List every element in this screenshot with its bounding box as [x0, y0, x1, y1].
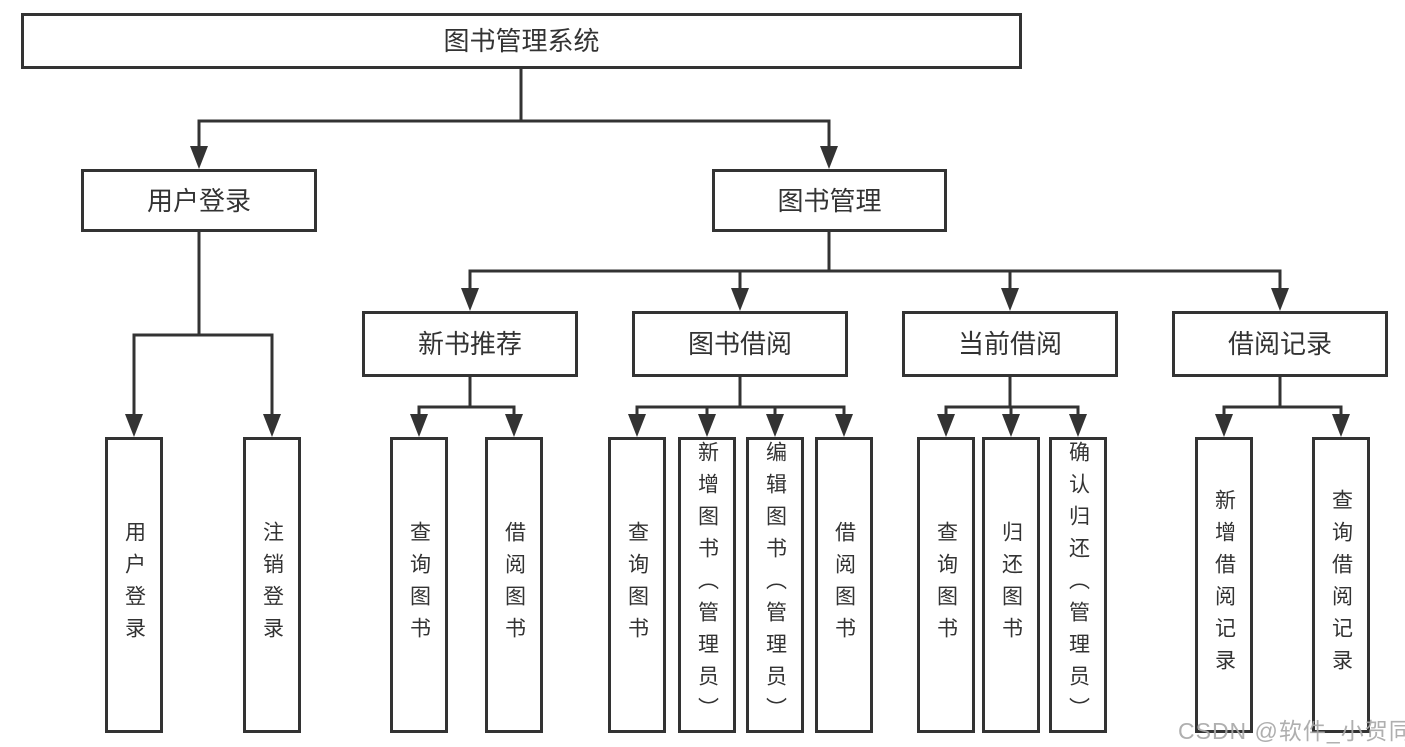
leaf-add-borrow-record: 新增借阅记录 — [1195, 437, 1253, 733]
leaf-confirm-return-admin: 确认归还（管理员） — [1049, 437, 1107, 733]
leaf-label: 新增借阅记录 — [1212, 489, 1236, 681]
node-new-book-recommend: 新书推荐 — [362, 311, 578, 377]
leaf-logout: 注销登录 — [243, 437, 301, 733]
leaf-label: 查询借阅记录 — [1329, 489, 1353, 681]
node-book-borrow: 图书借阅 — [632, 311, 848, 377]
leaf-label: 归还图书 — [999, 521, 1023, 649]
leaf-borrow-book: 借阅图书 — [485, 437, 543, 733]
leaf-query-book: 查询图书 — [390, 437, 448, 733]
leaf-label: 编辑图书（管理员） — [763, 441, 787, 729]
node-book-management: 图书管理 — [712, 169, 947, 232]
node-library-system: 图书管理系统 — [21, 13, 1022, 69]
leaf-label: 查询图书 — [934, 521, 958, 649]
csdn-watermark: CSDN @软件_小贺同学 — [1178, 718, 1405, 744]
leaf-label: 用户登录 — [122, 521, 146, 649]
leaf-user-login: 用户登录 — [105, 437, 163, 733]
leaf-label: 借阅图书 — [502, 521, 526, 649]
leaf-label: 确认归还（管理员） — [1066, 441, 1090, 729]
node-current-borrow: 当前借阅 — [902, 311, 1118, 377]
leaf-label: 新增图书（管理员） — [695, 441, 719, 729]
leaf-label: 借阅图书 — [832, 521, 856, 649]
node-user-login: 用户登录 — [81, 169, 317, 232]
leaf-query-book-2: 查询图书 — [608, 437, 666, 733]
leaf-borrow-book-2: 借阅图书 — [815, 437, 873, 733]
leaf-label: 注销登录 — [260, 521, 284, 649]
leaf-query-book-3: 查询图书 — [917, 437, 975, 733]
leaf-add-book-admin: 新增图书（管理员） — [678, 437, 736, 733]
leaf-label: 查询图书 — [407, 521, 431, 649]
leaf-return-book: 归还图书 — [982, 437, 1040, 733]
leaf-query-borrow-record: 查询借阅记录 — [1312, 437, 1370, 733]
leaf-label: 查询图书 — [625, 521, 649, 649]
node-borrow-records: 借阅记录 — [1172, 311, 1388, 377]
leaf-edit-book-admin: 编辑图书（管理员） — [746, 437, 804, 733]
